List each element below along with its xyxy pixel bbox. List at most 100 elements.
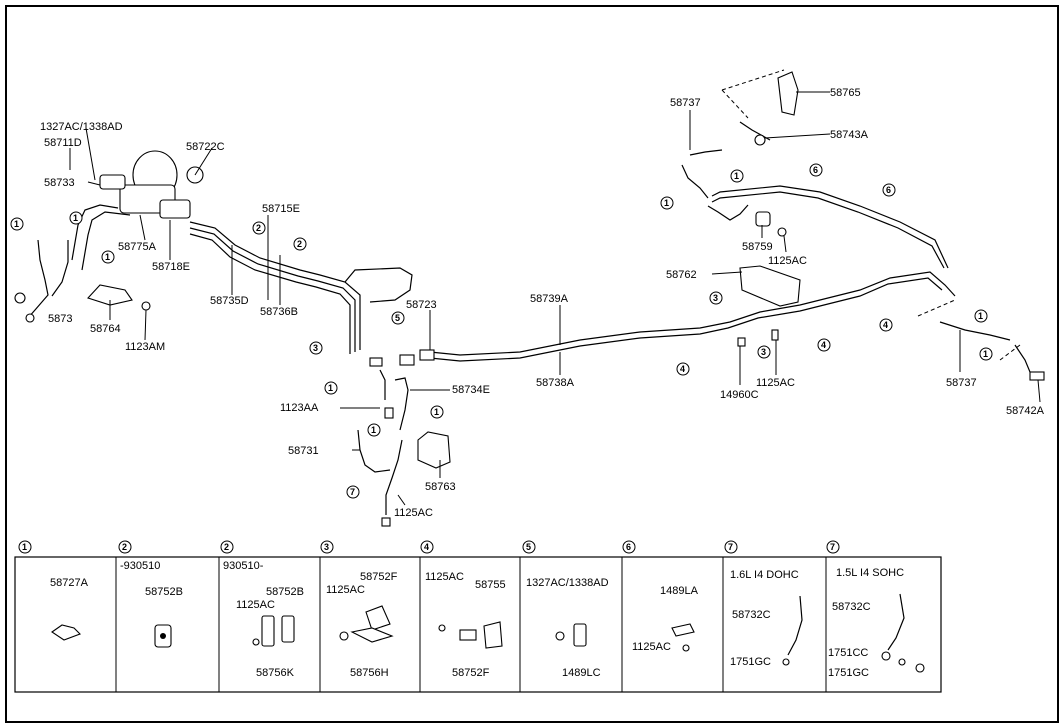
svg-text:1: 1 (328, 383, 333, 393)
callout-1: 1 (730, 169, 744, 183)
svg-text:2: 2 (224, 542, 229, 552)
label-58765: 58765 (830, 87, 861, 99)
svg-text:4: 4 (883, 320, 888, 330)
legend-4-part-b: 58755 (475, 579, 506, 591)
legend-4-part-a: 1125AC (425, 571, 464, 583)
legend-7b-engine: 1.5L I4 SOHC (836, 567, 904, 579)
clip-58759 (755, 211, 771, 227)
label-58733: 58733 (44, 177, 75, 189)
legend-callout-7: 7 (826, 540, 840, 554)
legend-callout-4: 4 (420, 540, 434, 554)
svg-text:3: 3 (713, 293, 718, 303)
label-58759: 58759 (742, 241, 773, 253)
brake-pipes (27, 149, 1031, 515)
bracket-58763 (417, 431, 451, 469)
label-58734e: 58734E (452, 384, 490, 396)
label-58737-upper: 58737 (670, 97, 701, 109)
legend-5-part-a: 1327AC/1338AD (526, 577, 609, 589)
svg-text:4: 4 (424, 542, 429, 552)
svg-text:3: 3 (761, 347, 766, 357)
callout-1: 1 (430, 405, 444, 419)
legend-7b-part-c: 1751GC (828, 667, 869, 679)
callout-3: 3 (709, 291, 723, 305)
label-58742a: 58742A (1006, 405, 1045, 417)
label-58764: 58764 (90, 323, 121, 335)
bracket-58764 (87, 284, 133, 306)
legend-7a-engine: 1.6L I4 DOHC (730, 569, 799, 581)
svg-text:6: 6 (886, 185, 891, 195)
legend-callout-7: 7 (724, 540, 738, 554)
svg-text:1: 1 (105, 252, 110, 262)
label-58711d: 58711D (44, 137, 82, 149)
components (14, 69, 1045, 527)
callout-1: 1 (324, 381, 338, 395)
svg-text:7: 7 (830, 542, 835, 552)
legend-2b-part-a: 58752B (266, 586, 304, 598)
part-labels: 1327AC/1338AD 58711D 58733 58722C 58715E… (40, 87, 1045, 519)
label-1123am: 1123AM (125, 341, 165, 353)
legend-4-part-c: 58752F (452, 667, 490, 679)
label-58743a: 58743A (830, 129, 869, 141)
label-58736b: 58736B (260, 306, 298, 318)
callout-1: 1 (660, 196, 674, 210)
svg-text:2: 2 (256, 223, 261, 233)
leader-lines (69, 91, 1041, 506)
label-58731: 58731 (288, 445, 319, 457)
label-58737-lower: 58737 (946, 377, 977, 389)
legend-1-part: 58727A (50, 577, 89, 589)
legend-2b-part-c: 58756K (256, 667, 295, 679)
label-58738a: 58738A (536, 377, 575, 389)
svg-text:3: 3 (313, 343, 318, 353)
legend-callout-2: 2 (220, 540, 234, 554)
svg-text:1: 1 (983, 349, 988, 359)
legend-6-part-a: 1489LA (660, 585, 699, 597)
label-58718e: 58718E (152, 261, 190, 273)
bracket-58762 (739, 265, 801, 307)
callout-3: 3 (309, 341, 323, 355)
label-1125ac-rear: 1125AC (756, 377, 795, 389)
svg-text:1: 1 (73, 213, 78, 223)
svg-text:1: 1 (22, 542, 27, 552)
callout-2: 2 (293, 237, 307, 251)
svg-text:5: 5 (395, 313, 400, 323)
svg-text:5: 5 (526, 542, 531, 552)
svg-text:7: 7 (350, 487, 355, 497)
label-58775a: 58775A (118, 241, 157, 253)
label-1327ac-1338ad: 1327AC/1338AD (40, 121, 123, 133)
label-5873: 5873 (48, 313, 72, 325)
svg-text:6: 6 (626, 542, 631, 552)
svg-text:1: 1 (434, 407, 439, 417)
callout-4: 4 (879, 318, 893, 332)
svg-text:1: 1 (14, 219, 19, 229)
svg-text:1: 1 (664, 198, 669, 208)
legend-2b-date: 930510- (223, 560, 264, 572)
diagram-border (5, 5, 1059, 723)
label-14960c: 14960C (720, 389, 759, 401)
label-58722c: 58722C (186, 141, 225, 153)
legend-3-part-a: 58752F (360, 571, 398, 583)
label-58739a: 58739A (530, 293, 569, 305)
callout-2: 2 (252, 221, 266, 235)
legend-7b-part-b: 1751CC (828, 647, 868, 659)
legend-2a-part: 58752B (145, 586, 183, 598)
callout-7: 7 (346, 485, 360, 499)
svg-text:4: 4 (680, 364, 685, 374)
label-1123aa: 1123AA (280, 402, 319, 414)
legend-callout-3: 3 (320, 540, 334, 554)
proportioning-valve (159, 199, 191, 219)
legend-5-part-b: 1489LC (562, 667, 601, 679)
callout-1: 1 (10, 217, 24, 231)
label-58723: 58723 (406, 299, 437, 311)
callout-1: 1 (974, 309, 988, 323)
svg-text:4: 4 (821, 340, 826, 350)
callout-6: 6 (809, 163, 823, 177)
legend-callout-1: 1 (18, 540, 32, 554)
svg-text:2: 2 (122, 542, 127, 552)
main-callouts: 1 1 1 2 2 3 5 1 1 1 7 4 3 3 4 4 6 6 1 1 … (10, 163, 993, 499)
callout-3: 3 (757, 345, 771, 359)
label-1125ac-upper: 1125AC (768, 255, 807, 267)
svg-text:7: 7 (728, 542, 733, 552)
legend-7a-part-b: 1751GC (730, 656, 771, 668)
svg-text:2: 2 (297, 239, 302, 249)
callout-1: 1 (69, 211, 83, 225)
